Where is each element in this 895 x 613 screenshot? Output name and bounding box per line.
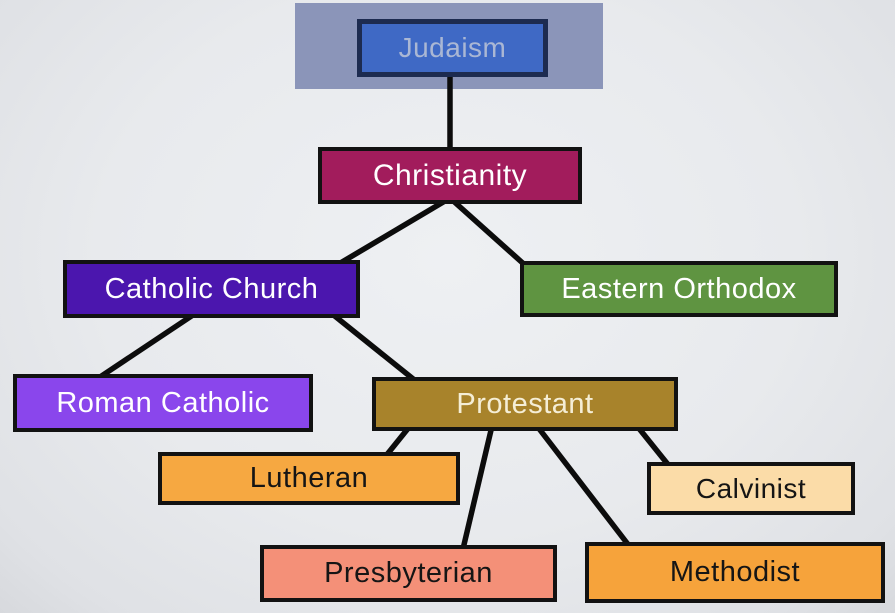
connector-protestant-presbyterian [460,425,495,550]
connector-protestant-calvinist [634,424,673,469]
node-eastern-orthodox: Eastern Orthodox [520,261,838,317]
node-catholic-church: Catholic Church [63,260,360,318]
node-christianity: Christianity [318,147,582,204]
node-calvinist: Calvinist [647,462,855,515]
node-lutheran-label: Lutheran [249,462,369,494]
connector-christianity-catholic-church [335,195,452,268]
node-judaism-label: Judaism [398,32,507,63]
node-protestant-label: Protestant [456,387,594,420]
node-methodist: Methodist [585,542,885,603]
node-lutheran: Lutheran [158,452,460,505]
connector-catholic-church-roman-catholic [95,310,198,382]
node-catholic-church-label: Catholic Church [104,272,319,305]
node-presbyterian-label: Presbyterian [324,557,493,589]
connector-protestant-methodist [534,424,633,549]
connector-catholic-church-protestant [329,310,419,385]
node-eastern-orthodox-label: Eastern Orthodox [561,272,797,305]
node-roman-catholic: Roman Catholic [13,374,313,432]
connector-christianity-eastern-orthodox [448,195,528,269]
node-roman-catholic-label: Roman Catholic [56,386,270,419]
node-methodist-label: Methodist [669,556,801,588]
node-presbyterian: Presbyterian [260,545,557,602]
node-christianity-label: Christianity [372,158,528,192]
node-protestant: Protestant [372,377,678,431]
node-judaism: Judaism [357,19,548,77]
node-calvinist-label: Calvinist [695,472,807,504]
